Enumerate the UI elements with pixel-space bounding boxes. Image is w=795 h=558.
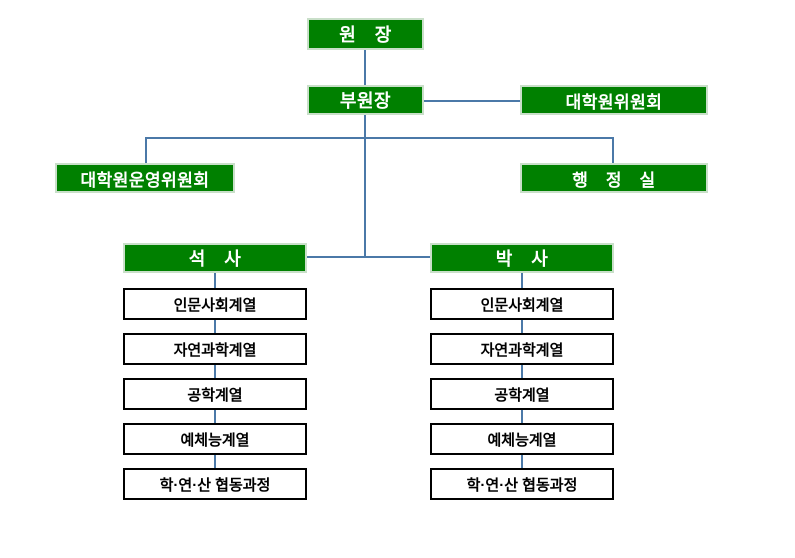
connector-wide-horizontal — [145, 137, 614, 139]
track-box-doctoral-arts-sports: 예체능계열 — [430, 423, 614, 455]
node-admin-office: 행 정 실 — [520, 163, 708, 193]
connector-doctoral-tracks — [521, 273, 523, 471]
track-box-masters-engineering: 공학계열 — [123, 378, 307, 410]
connector-admin-stub — [612, 137, 614, 164]
connector-operating-stub — [145, 137, 147, 163]
track-box-doctoral-cooperative: 학·연·산 협동과정 — [430, 468, 614, 500]
connector-vice-committee — [424, 100, 520, 102]
track-box-masters-arts-sports: 예체능계열 — [123, 423, 307, 455]
node-operating-committee: 대학원운영위원회 — [55, 163, 235, 193]
track-box-masters-humanities: 인문사회계열 — [123, 288, 307, 320]
node-vice-director: 부원장 — [307, 85, 424, 115]
connector-masters-doctoral — [307, 256, 430, 258]
connector-masters-tracks — [214, 273, 216, 471]
track-box-doctoral-engineering: 공학계열 — [430, 378, 614, 410]
node-graduate-committee: 대학원위원회 — [520, 85, 708, 115]
track-box-doctoral-humanities: 인문사회계열 — [430, 288, 614, 320]
node-masters: 석 사 — [123, 243, 307, 273]
node-director: 원 장 — [307, 18, 424, 50]
connector-vice-down — [364, 115, 366, 258]
track-box-masters-natural-science: 자연과학계열 — [123, 333, 307, 365]
track-box-masters-cooperative: 학·연·산 협동과정 — [123, 468, 307, 500]
track-box-doctoral-natural-science: 자연과학계열 — [430, 333, 614, 365]
node-doctoral: 박 사 — [430, 243, 614, 273]
connector-director-vice — [364, 50, 366, 85]
